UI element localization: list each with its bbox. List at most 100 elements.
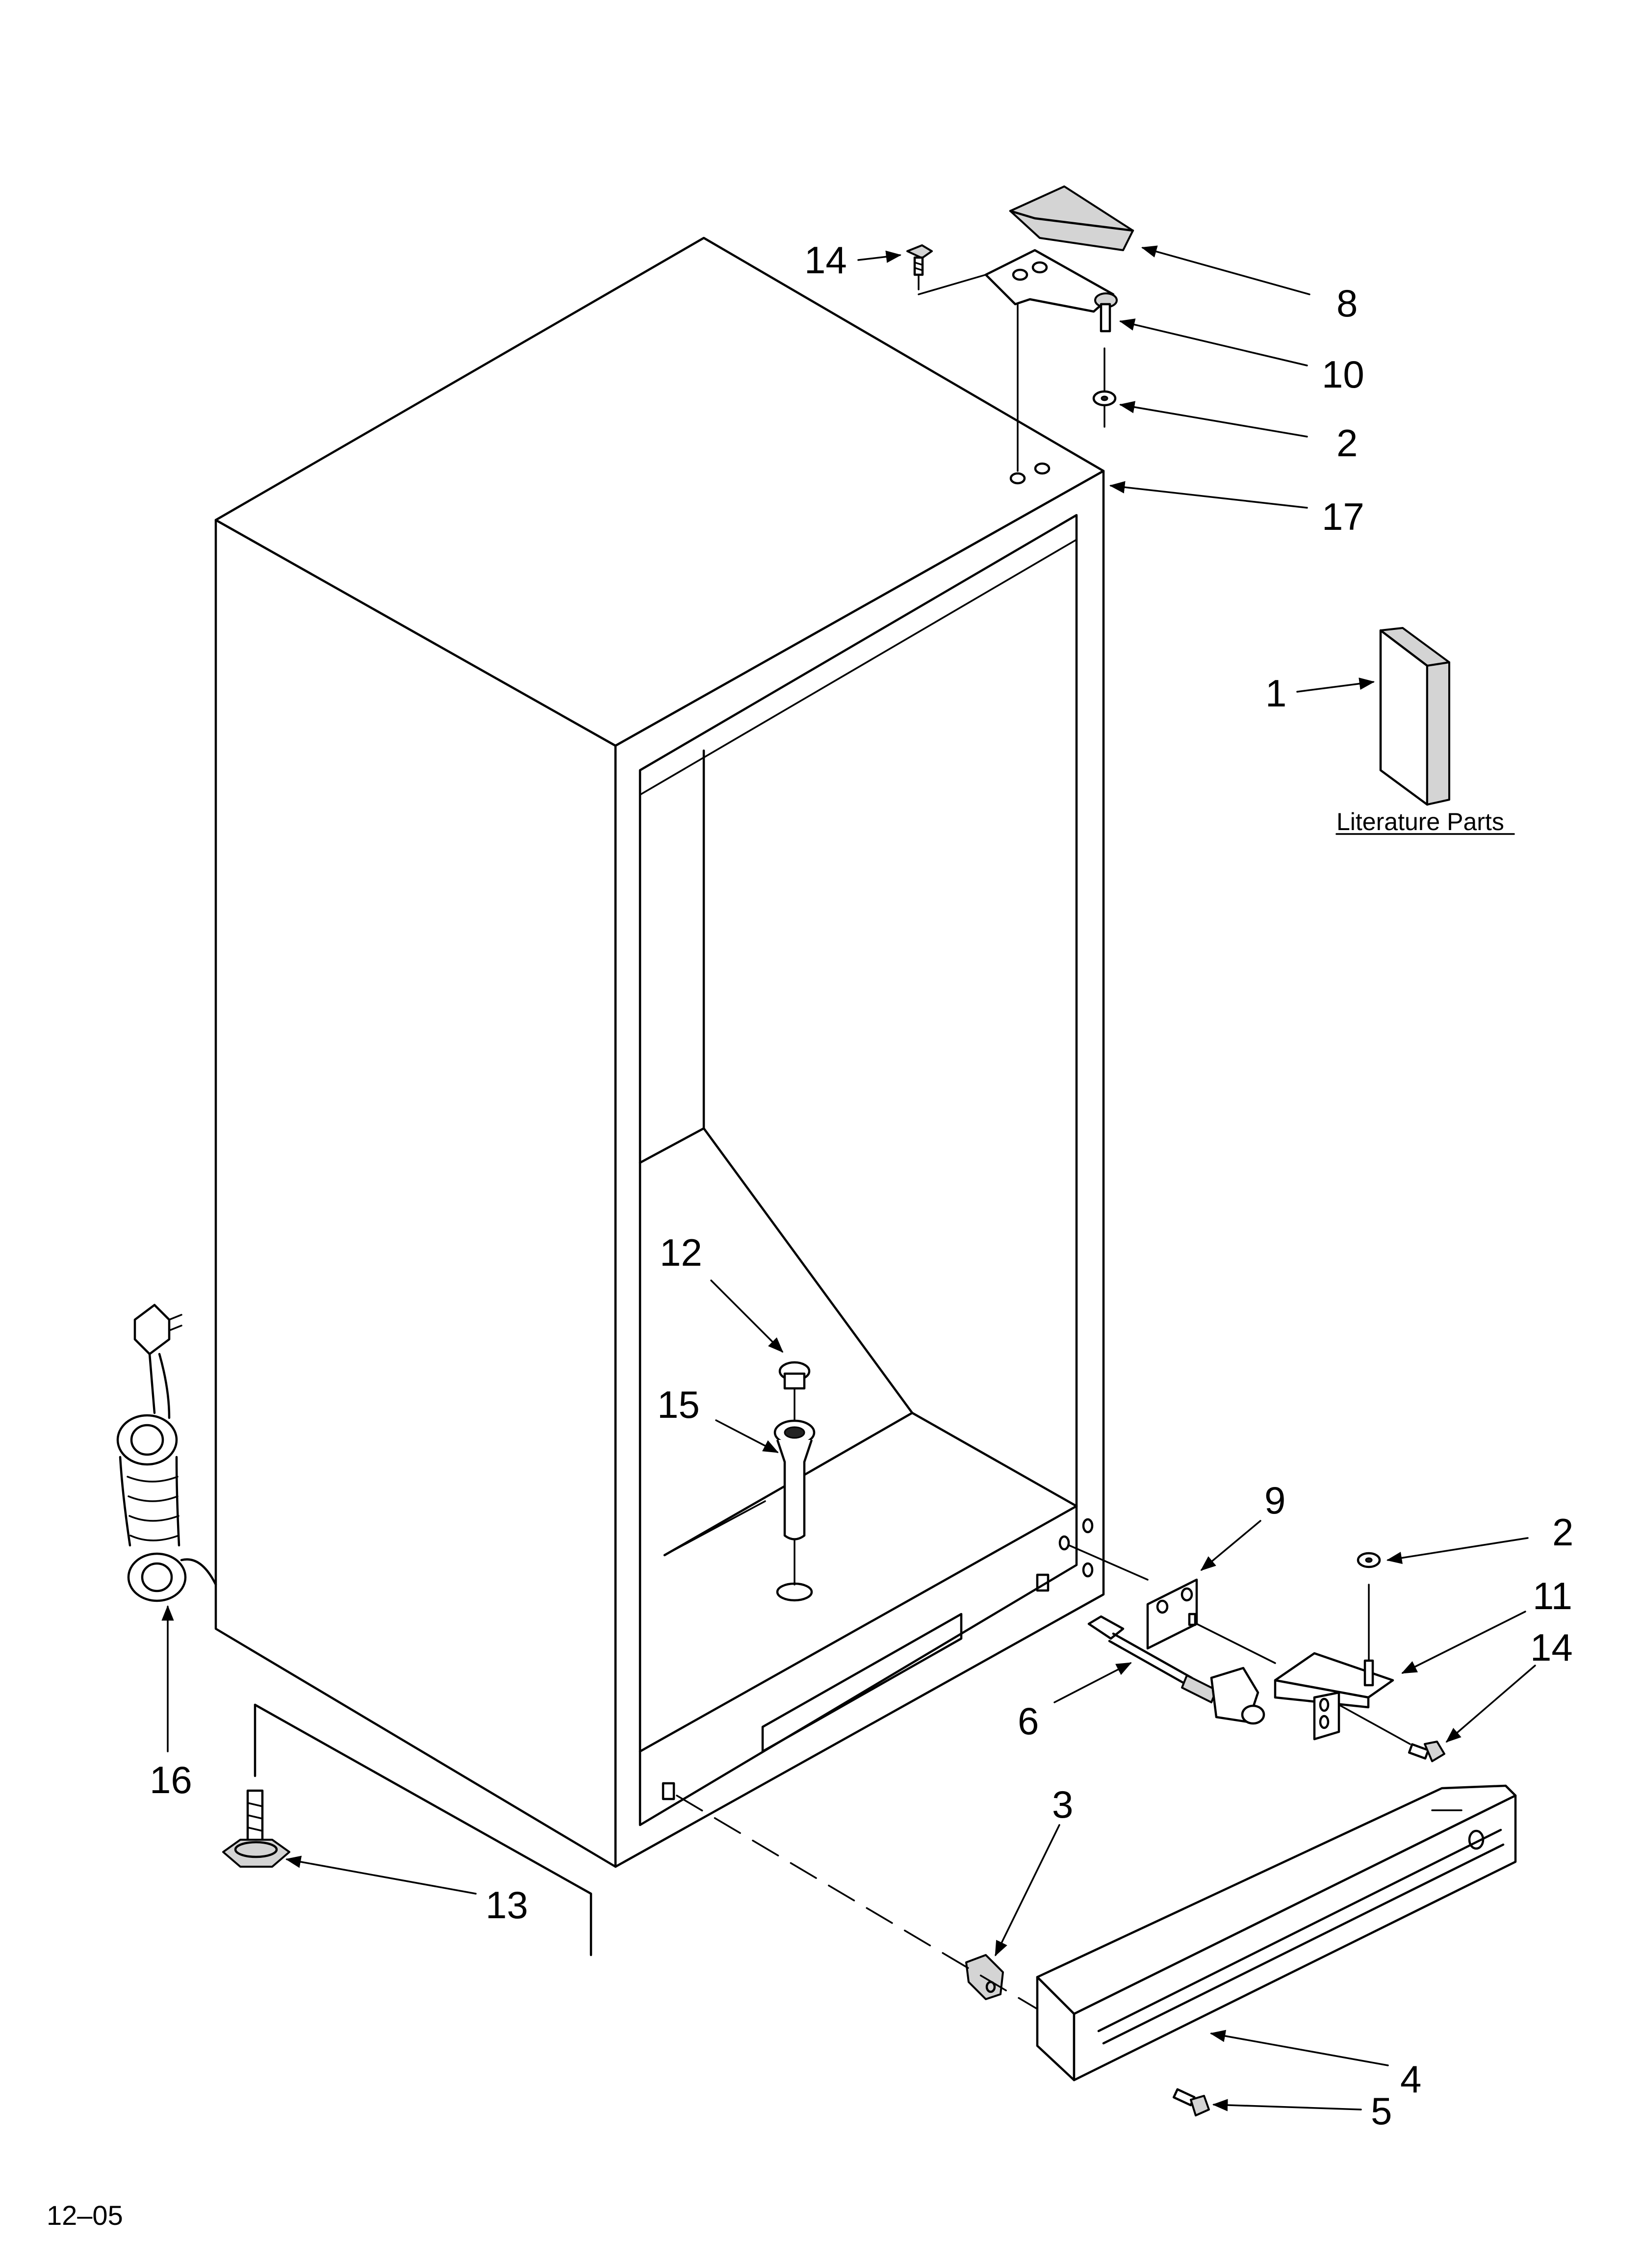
cabinet-front-frame xyxy=(614,469,1105,1868)
liner-top-rim xyxy=(639,539,1078,796)
leader-12 xyxy=(710,1279,784,1353)
plug-prong-a xyxy=(168,1314,182,1321)
callout-9: 9 xyxy=(1264,1479,1285,1522)
literature-parts-1: Literature Parts xyxy=(1335,627,1515,835)
leader-9 xyxy=(1200,1520,1261,1571)
cabinet-base-skirt-edge xyxy=(254,1703,592,1956)
shim-slot xyxy=(1188,1613,1197,1626)
leader-6 xyxy=(1053,1662,1132,1703)
bottom-hinge-axis-a xyxy=(1068,1544,1149,1581)
front-hole-left xyxy=(662,1782,675,1800)
power-plug xyxy=(133,1303,171,1356)
leader-1 xyxy=(1296,678,1375,693)
literature-label: Literature Parts xyxy=(1336,808,1504,835)
plug-prong-b xyxy=(168,1325,182,1331)
leg-foot xyxy=(222,1839,290,1868)
cabinet-17 xyxy=(214,236,1105,1956)
callout-2-top: 2 xyxy=(1336,421,1358,465)
liner-floor xyxy=(639,1127,705,1164)
top-hinge-hole-a xyxy=(1009,472,1026,485)
screw-14-top xyxy=(906,244,933,290)
leader-17 xyxy=(1109,481,1308,509)
wire-harness-6 xyxy=(1087,1615,1265,1725)
callout-2-right: 2 xyxy=(1552,1511,1573,1554)
bottom-hinge-hole-c xyxy=(1058,1535,1070,1551)
callout-14-top: 14 xyxy=(804,238,847,282)
wire-line-b xyxy=(1108,1640,1191,1688)
wire-line-a xyxy=(1112,1632,1193,1679)
bottom-hinge-hole xyxy=(1319,1697,1330,1712)
hinge-cover-8 xyxy=(1009,185,1134,251)
callout-12: 12 xyxy=(660,1231,702,1274)
literature-book-spine xyxy=(1426,661,1450,806)
hinge-axis-line xyxy=(918,274,987,295)
leader-14-right xyxy=(1445,1665,1536,1743)
bottom-hinge-axis-c xyxy=(1338,1704,1411,1745)
hinge-cover-top xyxy=(1009,209,1134,232)
bottom-hinge-pin xyxy=(1363,1659,1374,1687)
dashed-clip-line xyxy=(676,1795,1038,2010)
leader-10 xyxy=(1119,318,1308,366)
callout-numbers: 14 8 10 2 17 1 12 15 9 2 11 14 6 16 3 13… xyxy=(150,238,1573,2133)
bottom-hinge-hole-b xyxy=(1319,1715,1330,1729)
top-hinge-assembly xyxy=(906,185,1134,472)
leader-lines xyxy=(161,245,1536,2112)
wire-connector xyxy=(1087,1615,1125,1640)
toe-grille-4 xyxy=(1036,1784,1517,2082)
leader-11 xyxy=(1401,1611,1526,1674)
kick-slot xyxy=(761,1613,963,1753)
wire-sleeve xyxy=(1181,1674,1217,1703)
front-hole-right xyxy=(1036,1573,1050,1592)
callout-1: 1 xyxy=(1265,672,1286,715)
callout-5: 5 xyxy=(1371,2089,1392,2133)
cord-line-b xyxy=(158,1353,171,1419)
cabinet-left-side xyxy=(214,519,617,1868)
callout-8: 8 xyxy=(1336,282,1358,325)
washer-2-right-hole xyxy=(1365,1557,1373,1563)
hinge-plate-hole-b xyxy=(1031,261,1048,274)
cord-coil-b xyxy=(130,1424,164,1456)
shim-hole-a xyxy=(1156,1599,1169,1614)
top-hinge-hole-b xyxy=(1034,462,1051,475)
cord-wrap-2 xyxy=(128,1495,179,1502)
leader-5 xyxy=(1212,2099,1362,2112)
grille-groove-b xyxy=(1102,1843,1505,2045)
cord-coil-a xyxy=(116,1414,178,1466)
bottom-hinge-hole-b xyxy=(1082,1562,1094,1578)
hinge-pin-10-shaft xyxy=(1100,303,1111,333)
callout-3: 3 xyxy=(1052,1783,1073,1826)
cord-coil-bottom-a xyxy=(127,1552,187,1602)
shim-hole-b xyxy=(1180,1587,1193,1602)
drain-plug-12-body xyxy=(783,1372,806,1390)
cord-wrap-4 xyxy=(129,1535,180,1541)
grille-screw-hole xyxy=(1468,1829,1485,1850)
callout-16: 16 xyxy=(150,1758,192,1801)
leader-14-top xyxy=(857,250,902,263)
grille-groove-a xyxy=(1097,1828,1502,2033)
bottom-hinge-axis-b xyxy=(1196,1623,1276,1664)
breaker-strip xyxy=(639,1505,1078,1753)
callout-4: 4 xyxy=(1400,2058,1421,2101)
liner-floor-left xyxy=(664,1500,766,1556)
bottom-hinge-11-front xyxy=(1274,1679,1370,1709)
cord-wrap-3 xyxy=(128,1515,180,1522)
callout-11: 11 xyxy=(1533,1574,1572,1617)
callout-15: 15 xyxy=(657,1383,700,1426)
callout-10: 10 xyxy=(1322,353,1364,396)
bottom-hinge-assembly xyxy=(1068,1544,1445,1762)
power-cord-16 xyxy=(116,1303,217,1602)
callout-14-right: 14 xyxy=(1530,1626,1573,1669)
leader-2-right xyxy=(1386,1537,1529,1564)
cord-line xyxy=(148,1353,156,1414)
cord-coil-bottom-b xyxy=(141,1562,173,1592)
cord-coil-bundle-left xyxy=(119,1456,131,1547)
screw-5 xyxy=(1172,2088,1210,2116)
leveling-leg-13 xyxy=(222,1789,290,1868)
grille-face xyxy=(1073,1794,1517,2082)
leader-3 xyxy=(995,1824,1060,1956)
screw-14-right xyxy=(1408,1741,1445,1762)
bottom-hinge-hole-a xyxy=(1082,1518,1094,1534)
hinge-plate-hole-a xyxy=(1012,268,1028,281)
drain-tube-15-hole xyxy=(784,1426,805,1439)
